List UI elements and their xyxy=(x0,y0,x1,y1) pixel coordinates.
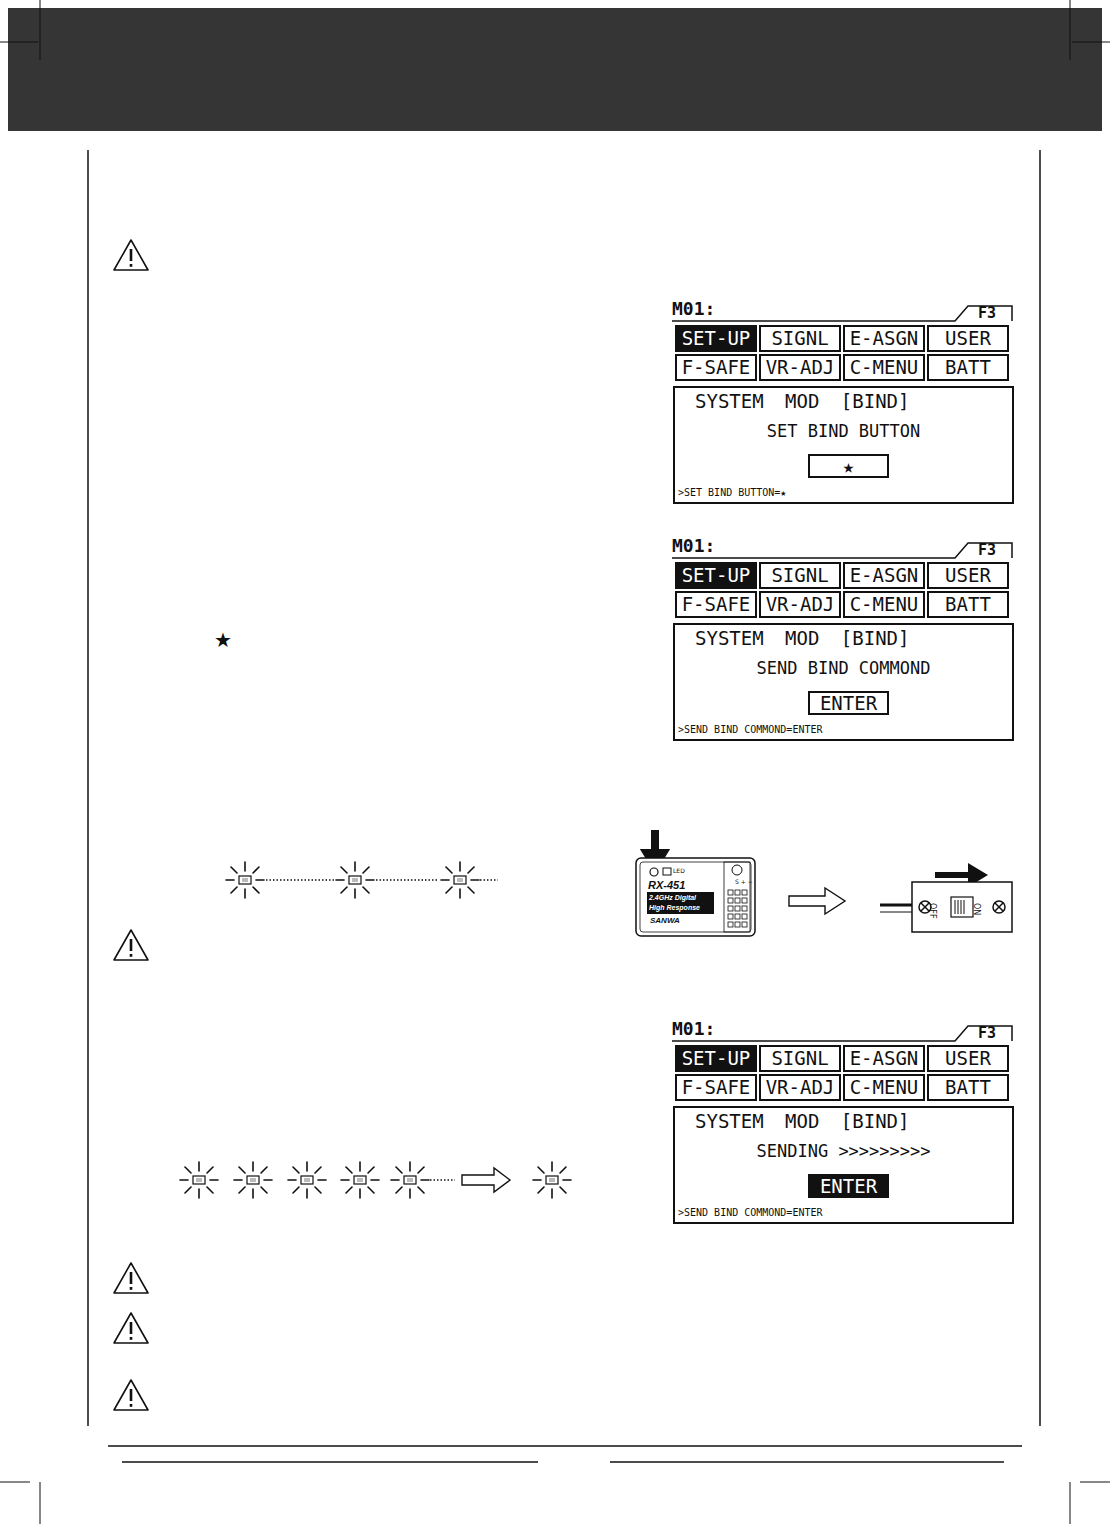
menu-tab: SIGNL xyxy=(759,562,841,589)
lcd-panel: SYSTEM MOD [BIND] SEND BIND COMMOND >SEND … xyxy=(673,623,1014,741)
lcd-status-line: >SEND BIND COMMOND=ENTER xyxy=(678,1207,823,1218)
menu-tab: SET-UP xyxy=(675,562,757,589)
menu-tab: SET-UP xyxy=(675,325,757,352)
menu-tab: USER xyxy=(927,562,1009,589)
switch-off: OFF xyxy=(928,903,936,919)
led-label: LED xyxy=(673,868,685,874)
tab-label: SET-UP xyxy=(682,566,751,585)
warning-icon xyxy=(114,930,148,960)
button-label: ENTER xyxy=(820,694,877,713)
lcd-message: SENDING >>>>>>>>> xyxy=(675,1141,1012,1161)
menu-tab: SIGNL xyxy=(759,1045,841,1072)
star-symbol: ★ xyxy=(214,630,232,650)
lcd-button: ★ xyxy=(808,454,889,478)
tab-label: VR-ADJ xyxy=(766,595,835,614)
menu-tab: VR-ADJ xyxy=(759,354,841,381)
tab-label: VR-ADJ xyxy=(766,1078,835,1097)
tab-label: E-ASGN xyxy=(850,1049,919,1068)
switch-on: ON xyxy=(972,903,980,915)
warning-icon xyxy=(114,1313,148,1343)
menu-tab: SIGNL xyxy=(759,325,841,352)
page-indicator: F3 xyxy=(978,1026,996,1041)
page-indicator: F3 xyxy=(978,543,996,558)
receiver-text: 2.4GHz Digital xyxy=(649,894,696,901)
tab-label: BATT xyxy=(945,1078,991,1097)
tab-label: USER xyxy=(945,1049,991,1068)
menu-tab: VR-ADJ xyxy=(759,591,841,618)
lcd-title: SYSTEM MOD [BIND] xyxy=(695,627,909,649)
tab-label: E-ASGN xyxy=(850,566,919,585)
led-blink-fast xyxy=(180,1162,571,1198)
tab-label: C-MENU xyxy=(850,595,919,614)
menu-tab: SET-UP xyxy=(675,1045,757,1072)
menu-tab: C-MENU xyxy=(843,354,925,381)
menu-tab: C-MENU xyxy=(843,591,925,618)
lcd-message: SEND BIND COMMOND xyxy=(675,658,1012,678)
connector-label: S + − xyxy=(735,879,753,885)
menu-tab: BATT xyxy=(927,354,1009,381)
tab-label: BATT xyxy=(945,595,991,614)
tab-label: F-SAFE xyxy=(682,358,751,377)
tab-label: SET-UP xyxy=(682,329,751,348)
tab-label: C-MENU xyxy=(850,1078,919,1097)
button-label: ENTER xyxy=(820,1177,877,1196)
screen-number: M01: xyxy=(672,300,715,318)
tab-label: BATT xyxy=(945,358,991,377)
menu-tab: C-MENU xyxy=(843,1074,925,1101)
menu-tab: F-SAFE xyxy=(675,1074,757,1101)
menu-tab: E-ASGN xyxy=(843,325,925,352)
menu-tab: E-ASGN xyxy=(843,1045,925,1072)
tab-label: USER xyxy=(945,329,991,348)
tab-label: F-SAFE xyxy=(682,595,751,614)
tab-label: E-ASGN xyxy=(850,329,919,348)
led-blink-slow xyxy=(226,862,498,898)
menu-tab: BATT xyxy=(927,591,1009,618)
button-label: ★ xyxy=(843,457,854,476)
frame-lines xyxy=(88,150,1040,1462)
menu-tab: F-SAFE xyxy=(675,591,757,618)
warning-icon xyxy=(114,240,148,270)
warning-icon xyxy=(114,1263,148,1293)
brand-name: SANWA xyxy=(650,917,680,925)
lcd-panel: SYSTEM MOD [BIND] SET BIND BUTTON >SET BIN… xyxy=(673,386,1014,504)
menu-tab: E-ASGN xyxy=(843,562,925,589)
lcd-status-line: >SEND BIND COMMOND=ENTER xyxy=(678,724,823,735)
tab-label: SIGNL xyxy=(771,329,828,348)
screen-number: M01: xyxy=(672,537,715,555)
tab-label: USER xyxy=(945,566,991,585)
model-name: RX-451 xyxy=(648,880,685,891)
menu-tab: F-SAFE xyxy=(675,354,757,381)
receiver-illustration xyxy=(636,830,1012,936)
lcd-button: ENTER xyxy=(808,1174,889,1198)
lcd-button: ENTER xyxy=(808,691,889,715)
lcd-message: SET BIND BUTTON xyxy=(675,421,1012,441)
tab-label: C-MENU xyxy=(850,358,919,377)
page-indicator: F3 xyxy=(978,306,996,321)
lcd-title: SYSTEM MOD [BIND] xyxy=(695,1110,909,1132)
lcd-status-line: >SET BIND BUTTON=★ xyxy=(678,487,786,498)
lcd-panel: SYSTEM MOD [BIND] SENDING >>>>>>>>> >SEND … xyxy=(673,1106,1014,1224)
tab-label: VR-ADJ xyxy=(766,358,835,377)
menu-tab: BATT xyxy=(927,1074,1009,1101)
tab-label: F-SAFE xyxy=(682,1078,751,1097)
tab-label: SIGNL xyxy=(771,1049,828,1068)
screen-number: M01: xyxy=(672,1020,715,1038)
menu-tab: VR-ADJ xyxy=(759,1074,841,1101)
lcd-title: SYSTEM MOD [BIND] xyxy=(695,390,909,412)
menu-tab: USER xyxy=(927,1045,1009,1072)
warning-icon xyxy=(114,1380,148,1410)
receiver-text: High Response xyxy=(649,904,700,911)
menu-tab: USER xyxy=(927,325,1009,352)
header-band xyxy=(8,8,1102,131)
tab-label: SIGNL xyxy=(771,566,828,585)
tab-label: SET-UP xyxy=(682,1049,751,1068)
